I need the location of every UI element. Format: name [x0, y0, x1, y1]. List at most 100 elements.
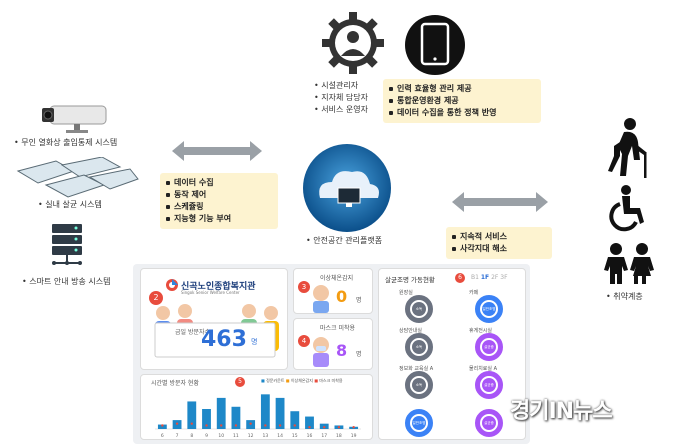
mask-value: 8 — [336, 341, 348, 360]
chart-point — [264, 424, 267, 427]
room-name: 휴게전시실 — [469, 328, 493, 334]
status-ring: 소독 — [405, 295, 433, 323]
chart-bar — [157, 424, 167, 429]
left-notes-box: 데이터 수집 동작 제어 스케쥴링 지능형 기능 부여 — [160, 173, 278, 229]
chart-point — [205, 424, 208, 427]
status-ring: 소독 — [405, 333, 433, 361]
room-name: 정보화 교육실 A — [399, 366, 434, 372]
badge-6: 6 — [455, 273, 465, 283]
room-status: 일반조명 — [482, 302, 496, 316]
chart-point — [323, 426, 326, 429]
note-item: 동작 제어 — [166, 189, 270, 201]
chart-tick-label: 15 — [292, 433, 298, 439]
badge-3: 3 — [298, 281, 310, 293]
floor-tab-b1[interactable]: B1 — [471, 274, 479, 281]
chart-bar — [202, 409, 211, 429]
note-item: 지능형 기능 부여 — [166, 213, 270, 225]
server-rack-icon — [52, 224, 82, 265]
room-status-item: 일반조명 — [393, 403, 453, 441]
badge-4: 4 — [298, 335, 310, 347]
badge-5: 5 — [235, 377, 245, 387]
chart-tick-label: 10 — [218, 433, 224, 439]
note-item: 스케쥴링 — [166, 201, 270, 213]
steril-title: 살균조명 가동현황 — [385, 276, 435, 284]
chart-point — [337, 426, 341, 429]
uv-light-panels-icon — [16, 157, 139, 198]
chart-bar — [187, 401, 197, 429]
thermal-camera-icon — [42, 105, 107, 133]
chart-legend: ■ 정문카운트 ■ 이상체온감지 ■ 마스크 미착용 — [261, 378, 343, 383]
center-name: 신곡노인종합복지관 — [181, 282, 256, 292]
children-icon — [604, 243, 654, 284]
chart-bar — [275, 397, 285, 429]
note-item: 데이터 수집 — [166, 177, 270, 189]
chart-bar — [216, 397, 226, 429]
room-name: 원장실 — [399, 290, 413, 296]
room-name: 물리치료실 A — [469, 366, 498, 372]
tablet-icon — [405, 15, 465, 75]
user-item: 시설관리자 — [314, 80, 368, 92]
chart-point — [293, 424, 296, 427]
room-status-item: 물리치료실 A 살균중 — [463, 365, 523, 403]
chart-tick-label: 17 — [321, 433, 327, 439]
platform-label: 안전공간 관리플랫폼 — [306, 235, 382, 246]
note-item: 인력 효율형 관리 제공 — [389, 83, 533, 95]
chart-point — [308, 426, 311, 429]
mask-panel: 마스크 미착용 4 8 명 — [293, 318, 373, 370]
status-ring: 살균중 — [475, 333, 503, 361]
lights-label: 실내 살균 시스템 — [38, 199, 102, 210]
center-sub: Singok Senior Welfare Center — [181, 290, 240, 295]
chart-tick-label: 8 — [190, 433, 193, 439]
fever-unit: 명 — [356, 297, 362, 304]
chart-point — [352, 426, 355, 429]
mask-unit: 명 — [356, 351, 362, 358]
fever-person-icon — [313, 285, 329, 313]
vulnerable-label: 취약계층 — [606, 291, 642, 302]
note-item: 사각지대 해소 — [452, 243, 544, 255]
legend-item: 정문카운트 — [266, 378, 285, 383]
watermark-text: 경기IN뉴스 — [510, 399, 613, 424]
mask-label: 마스크 미착용 — [320, 325, 356, 332]
status-ring: 살균중 — [475, 409, 503, 437]
chart-tick-label: 16 — [307, 433, 313, 439]
chart-bar — [290, 411, 300, 429]
floor-tab-1f[interactable]: 1F — [480, 274, 490, 281]
status-ring: 일반조명 — [475, 295, 503, 323]
note-item: 지속적 서비스 — [452, 231, 544, 243]
note-item: 통합운영환경 제공 — [389, 95, 533, 107]
room-status-item: 살균중 — [463, 403, 523, 441]
legend-item: 마스크 미착용 — [319, 378, 343, 383]
chart-tick-label: 7 — [176, 433, 179, 439]
chart-tick-label: 6 — [161, 433, 164, 439]
chart-bar — [231, 406, 241, 429]
today-visitors-value: 463 — [201, 327, 247, 352]
hourly-chart-panel: 시간별 방문자 현황 5 ■ 정문카운트 ■ 이상체온감지 ■ 마스크 미착용 … — [140, 374, 373, 440]
today-visitors-label: 금일 방문자수 — [175, 329, 211, 336]
chart-point — [234, 424, 238, 427]
floor-tab-2f[interactable]: 2F — [491, 274, 499, 281]
room-name: 카페 — [469, 290, 479, 296]
note-item: 데이터 수집을 통한 정책 반영 — [389, 107, 533, 119]
chart-tick-label: 12 — [248, 433, 254, 439]
fever-label: 이상체온감지 — [320, 275, 354, 282]
room-status: 일반조명 — [412, 416, 426, 430]
chart-bar — [260, 394, 270, 429]
center-logo-icon — [166, 279, 178, 291]
mask-person-icon — [313, 337, 329, 367]
room-status: 살균중 — [482, 378, 496, 392]
chart-tick-label: 13 — [262, 433, 268, 439]
status-ring: 살균중 — [475, 371, 503, 399]
floor-tab-3f[interactable]: 3F — [500, 274, 508, 281]
admin-gear-icon — [322, 12, 384, 74]
cloud-platform-icon — [303, 144, 391, 232]
right-double-arrow — [452, 192, 548, 212]
fever-panel: 이상체온감지 3 0 명 — [293, 268, 373, 314]
user-item: 서비스 운영자 — [314, 104, 368, 116]
status-ring: 소독 — [405, 371, 433, 399]
fever-value: 0 — [336, 287, 348, 306]
room-name: 상담안내실 — [399, 328, 423, 334]
